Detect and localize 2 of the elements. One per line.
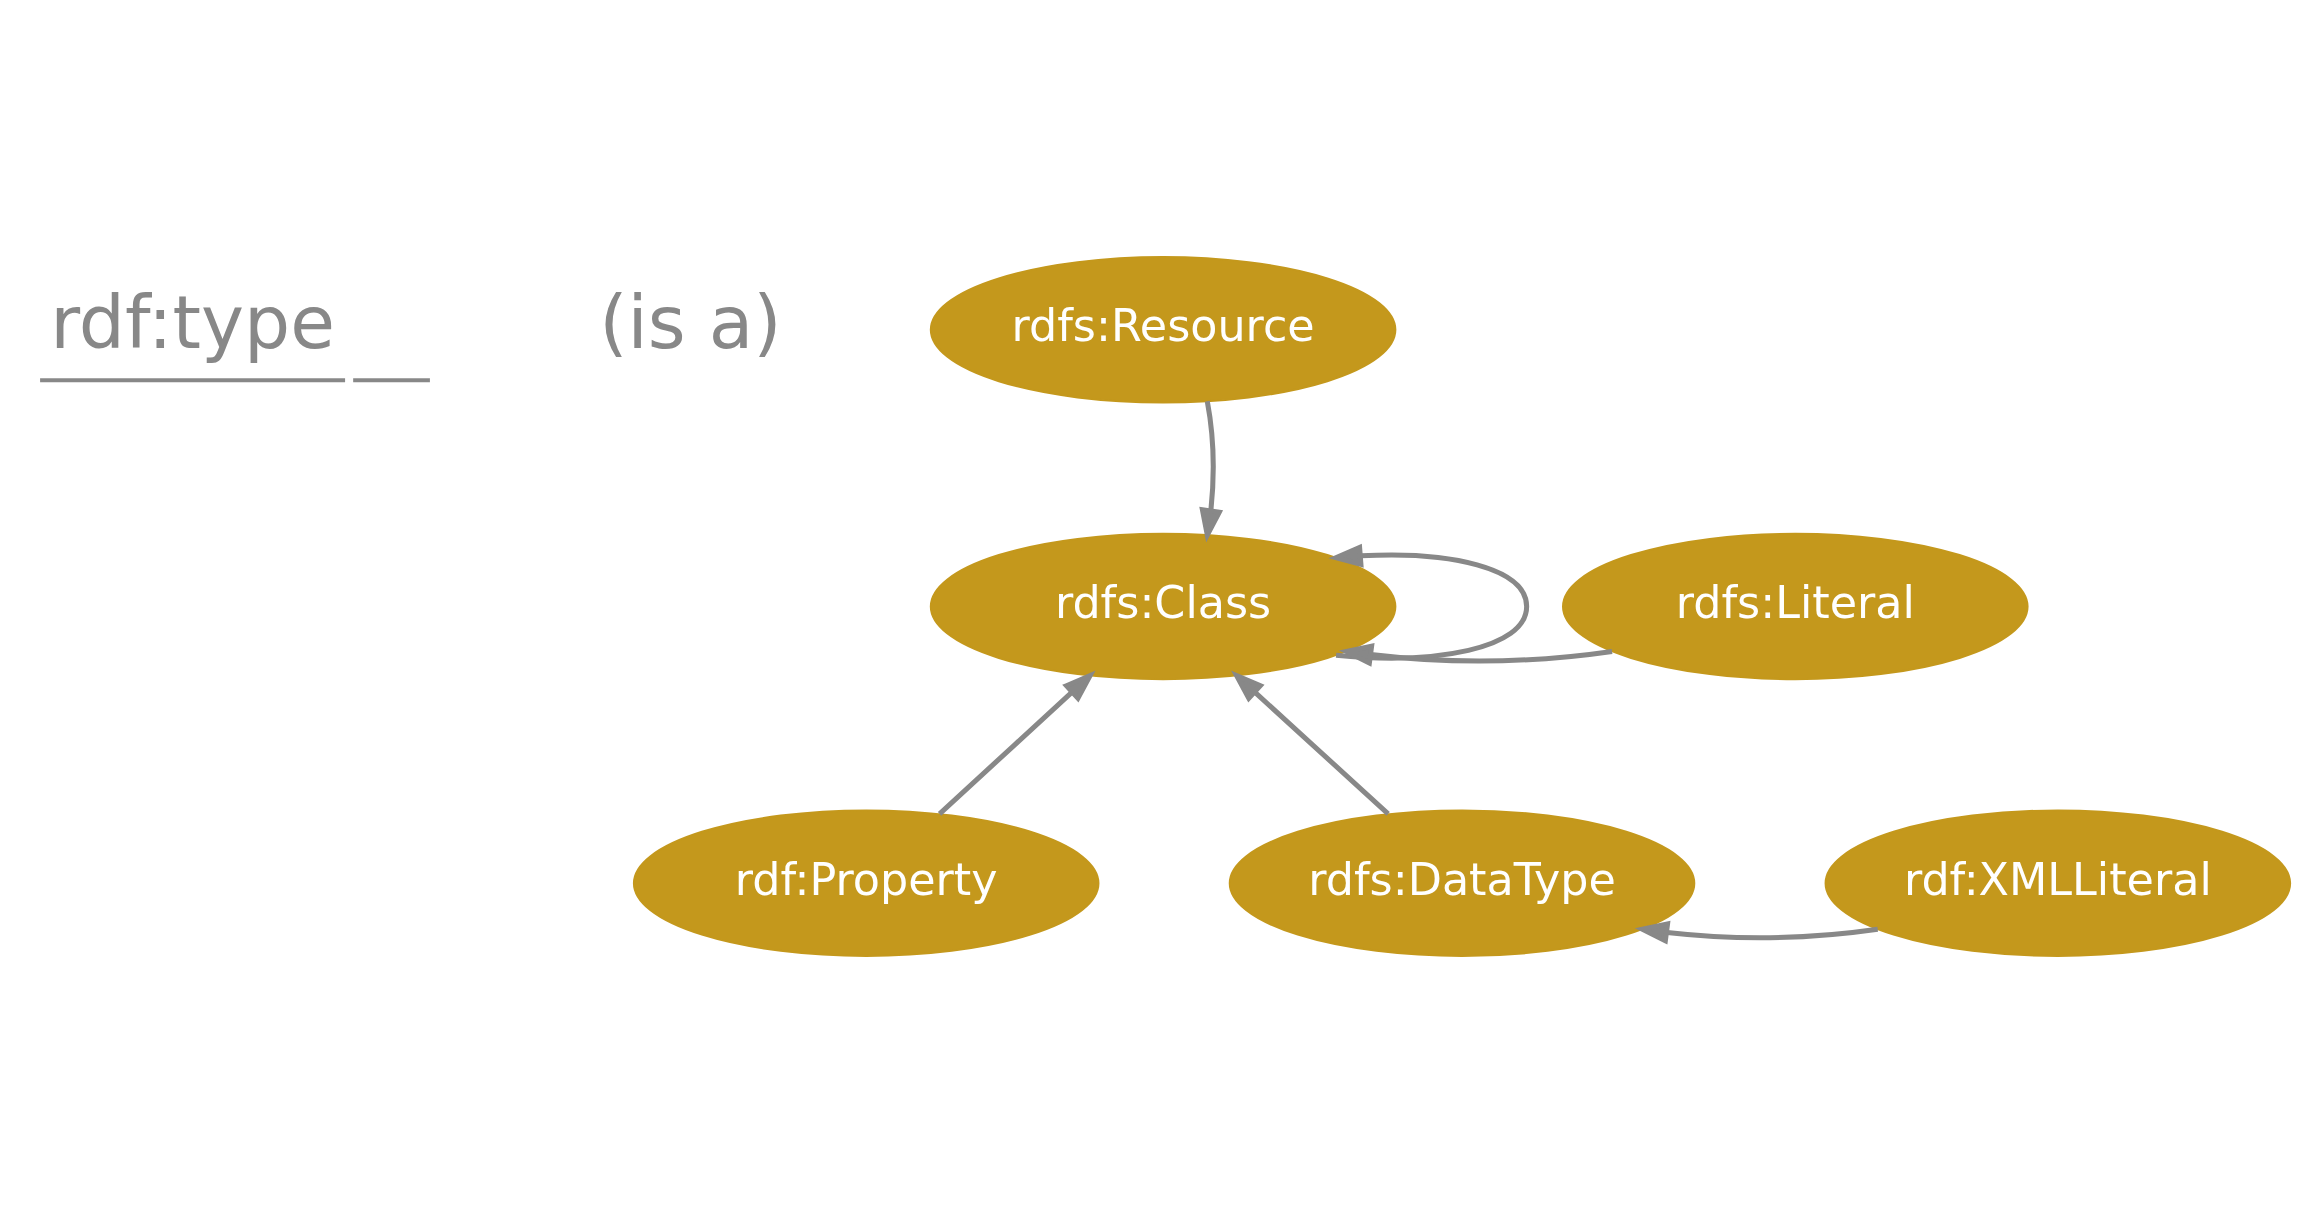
label: (is a) bbox=[599, 280, 782, 365]
legend-label: rdf:type bbox=[50, 280, 335, 365]
